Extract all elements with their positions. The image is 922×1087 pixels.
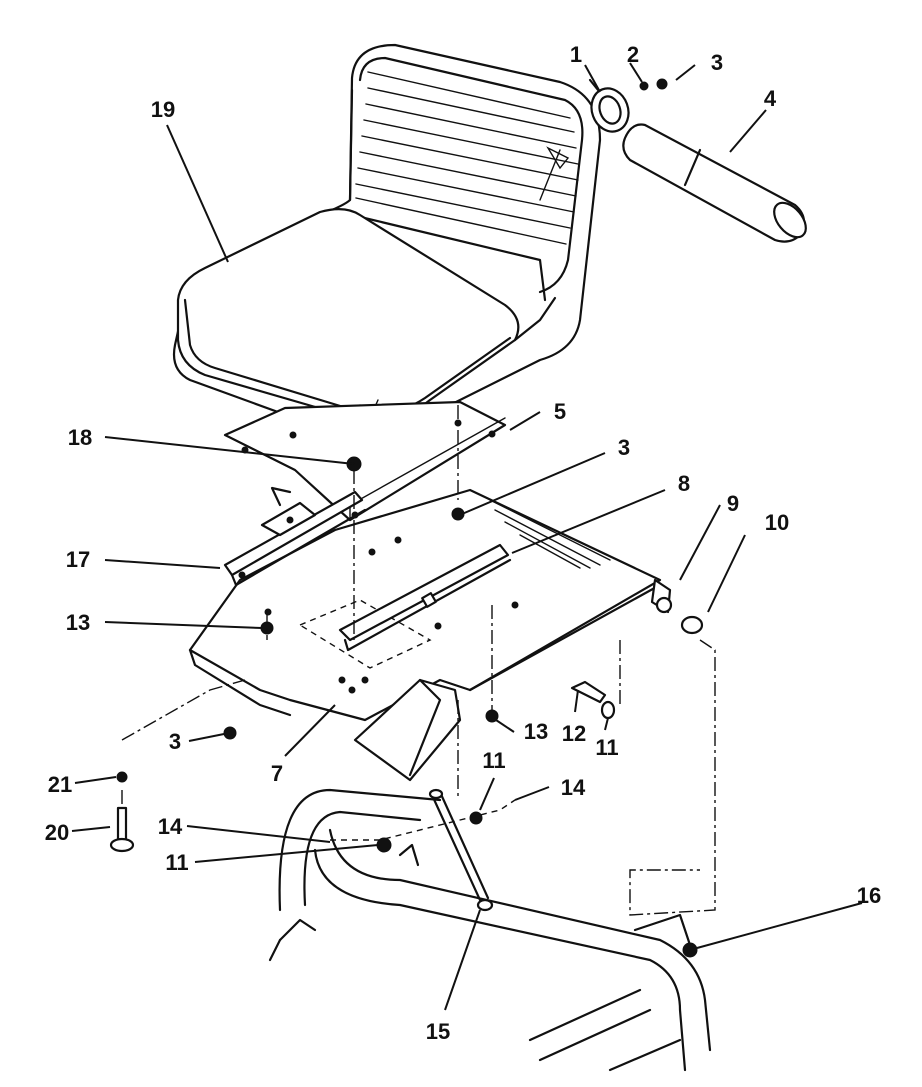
seat-shell-drawing bbox=[172, 43, 602, 432]
callout-9: 9 bbox=[727, 491, 739, 516]
callout-11c: 11 bbox=[165, 850, 188, 875]
callout-10: 10 bbox=[765, 510, 789, 535]
callout-21: 21 bbox=[48, 772, 72, 797]
hinge-bracket-drawing bbox=[650, 578, 673, 614]
callout-17: 17 bbox=[66, 547, 90, 572]
callout-2: 2 bbox=[627, 42, 639, 67]
bolt-12-drawing bbox=[570, 680, 616, 720]
clamp-hardware-drawing bbox=[588, 78, 668, 133]
handle-grip-drawing bbox=[622, 123, 807, 243]
callout-19: 19 bbox=[151, 97, 175, 122]
callout-18: 18 bbox=[68, 425, 92, 450]
callout-3b: 3 bbox=[618, 435, 630, 460]
callout-13b: 13 bbox=[524, 719, 548, 744]
callout-1: 1 bbox=[570, 42, 582, 67]
callout-13: 13 bbox=[66, 610, 90, 635]
tractor-frame-drawing bbox=[268, 788, 712, 1072]
bushing-drawing bbox=[680, 615, 704, 635]
small-hardware-drawing bbox=[109, 456, 698, 958]
callout-8: 8 bbox=[678, 471, 690, 496]
callout-labels: 1 2 3 4 19 5 18 3 8 9 10 17 13 13 12 11 … bbox=[45, 42, 881, 1044]
callout-12: 12 bbox=[562, 721, 586, 746]
callout-7: 7 bbox=[271, 761, 283, 786]
callout-11b: 11 bbox=[482, 748, 505, 773]
base-pan-drawing bbox=[188, 488, 662, 782]
callout-3c: 3 bbox=[169, 729, 181, 754]
callout-5: 5 bbox=[554, 399, 566, 424]
adjuster-rail-drawing bbox=[223, 486, 367, 587]
seat-mount-plate-drawing bbox=[223, 400, 507, 522]
assembly-center-lines bbox=[121, 405, 716, 916]
callout-20: 20 bbox=[45, 820, 69, 845]
callout-4: 4 bbox=[764, 86, 777, 111]
callout-14: 14 bbox=[561, 775, 586, 800]
callout-leader-lines bbox=[71, 62, 863, 1011]
callout-11: 11 bbox=[595, 735, 618, 760]
callout-3: 3 bbox=[711, 50, 723, 75]
callout-16: 16 bbox=[857, 883, 881, 908]
slide-rail-drawing bbox=[338, 543, 512, 652]
callout-15: 15 bbox=[426, 1019, 450, 1044]
support-rod-drawing bbox=[428, 788, 494, 912]
callout-14b: 14 bbox=[158, 814, 183, 839]
